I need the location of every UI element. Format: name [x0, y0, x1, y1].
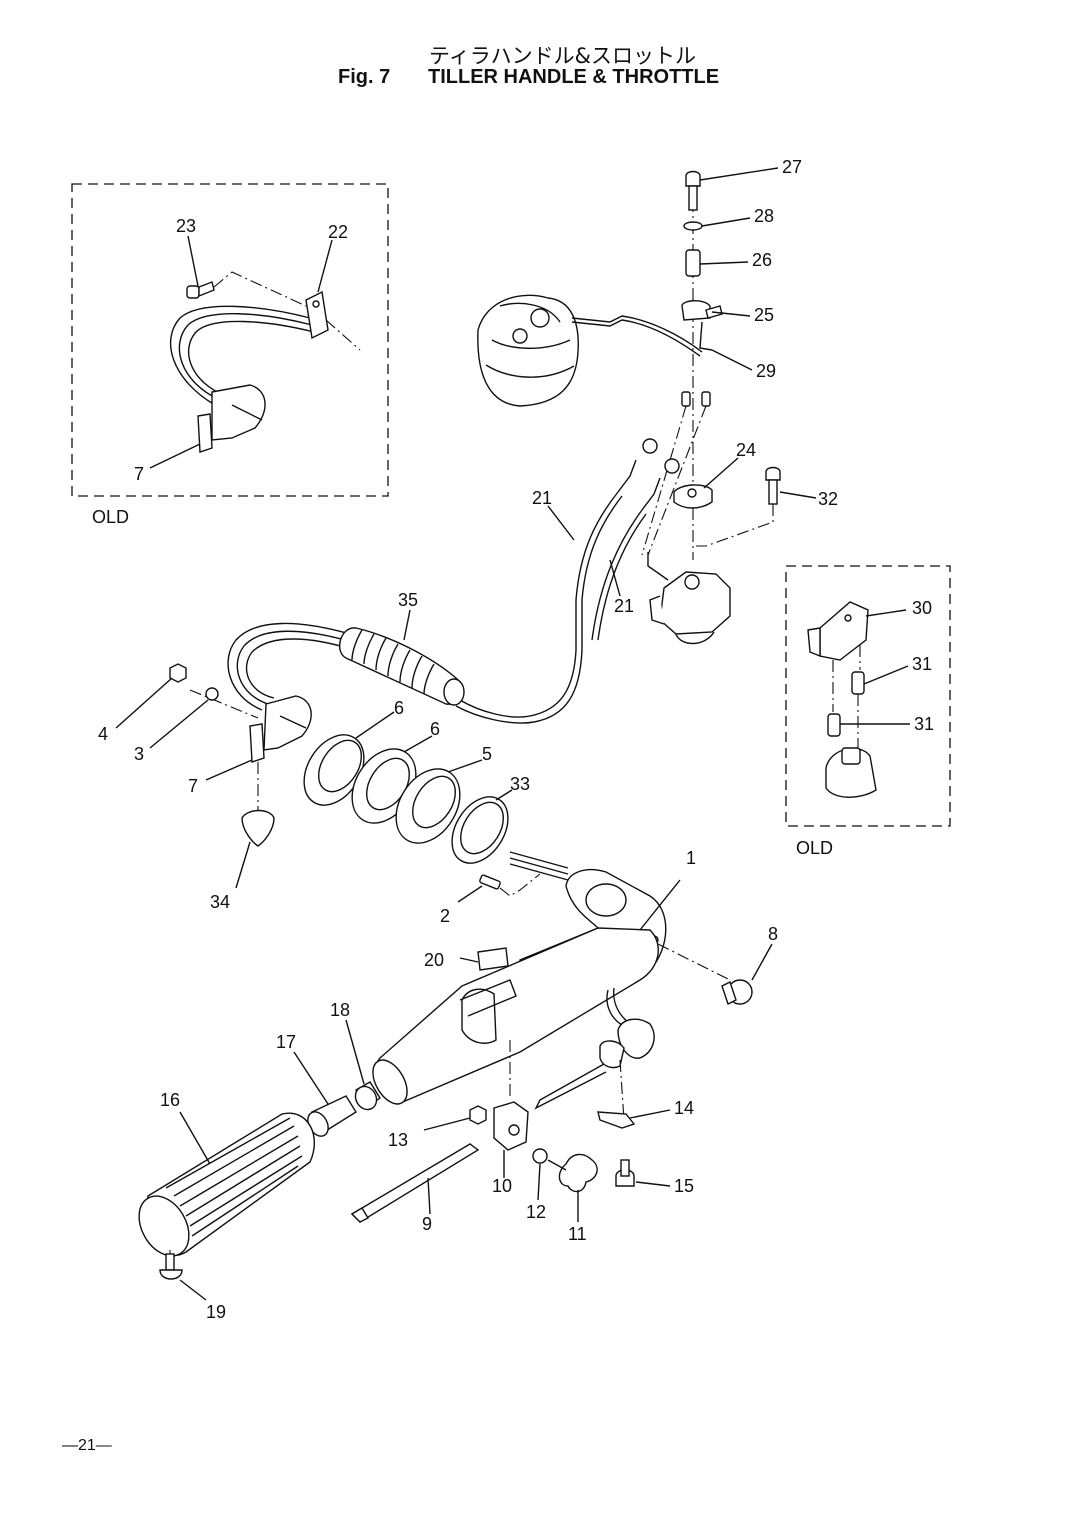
friction-knob-icon: [547, 1153, 598, 1193]
throttle-rod-icon: [350, 1143, 480, 1223]
throttle-bracket-icon: [819, 601, 869, 661]
callout-34: 34: [210, 892, 230, 912]
spacer-icon: [827, 713, 841, 737]
ring-icon: [451, 796, 509, 864]
callout-11: 11: [568, 1224, 587, 1244]
cable-clamp-icon: [305, 290, 329, 340]
bearing-icon: [395, 768, 461, 844]
callout-19: 19: [206, 1302, 226, 1322]
callout-17: 17: [276, 1032, 296, 1052]
bushing-icon: [354, 1081, 381, 1111]
nut-icon: [469, 1105, 487, 1125]
old-inset-right: 30 31 31 OLD: [785, 565, 951, 858]
callout-30: 30: [912, 598, 932, 618]
callout-33: 33: [510, 774, 530, 794]
callout-18: 18: [330, 1000, 350, 1020]
spacer-icon: [851, 671, 865, 695]
figure-number: Fig. 7: [338, 66, 391, 88]
callout-15: 15: [674, 1176, 694, 1196]
washer-icon: [205, 687, 219, 701]
throttle-stack: 27 28 26 25 29: [681, 157, 802, 560]
screw-icon: [186, 281, 215, 299]
callout-7-old: 7: [134, 464, 144, 484]
callout-20: 20: [424, 950, 444, 970]
title-japanese: ティラハンドル&スロットル: [429, 44, 696, 68]
throttle-base-old: [825, 747, 877, 798]
washer-icon: [683, 221, 703, 231]
stop-switch-cable: 35 4 3 7 34: [98, 590, 465, 912]
bolt-icon: [685, 170, 701, 211]
label-plate-icon: [477, 947, 509, 971]
throttle-housing-icon: [659, 571, 731, 635]
callout-22: 22: [328, 222, 348, 242]
cable-plate: [263, 695, 312, 751]
nut-icon: [169, 663, 187, 683]
screw-icon: [159, 1253, 183, 1280]
callout-27: 27: [782, 157, 802, 177]
callout-23: 23: [176, 216, 196, 236]
callout-31-upper: 31: [912, 654, 932, 674]
seal-icon: [303, 734, 365, 806]
callout-3: 3: [134, 744, 144, 764]
washer-icon: [532, 1148, 548, 1164]
callout-21-upper: 21: [532, 488, 552, 508]
callout-24: 24: [736, 440, 756, 460]
callout-7: 7: [188, 776, 198, 796]
stop-switch-icon: [617, 1018, 655, 1059]
throttle-cables: 24 32 21 21: [455, 391, 838, 724]
plug-icon: [241, 809, 275, 847]
callout-9: 9: [422, 1214, 432, 1234]
inset-right-border: [785, 565, 951, 827]
seal-stack: 6 6 5 33: [303, 698, 530, 864]
old-label-right: OLD: [796, 838, 833, 858]
inset-left-border: [71, 183, 389, 497]
callout-31-lower: 31: [914, 714, 934, 734]
callout-12: 12: [526, 1202, 546, 1222]
callout-1: 1: [686, 848, 696, 868]
callout-5: 5: [482, 744, 492, 764]
handle-tube: [375, 927, 659, 1105]
callout-16: 16: [160, 1090, 180, 1110]
callout-2: 2: [440, 906, 450, 926]
friction-adjuster: 13 10 12 11 9: [350, 1101, 598, 1244]
handle-grip-icon: [138, 1112, 315, 1257]
throttle-rod: [571, 315, 703, 353]
plug-cap-icon: [721, 979, 753, 1005]
bolt-icon: [765, 466, 781, 505]
carburetor-assembly: [477, 294, 703, 407]
throttle-cable-a: [575, 491, 619, 650]
grip-assembly: 18 17 16 19: [138, 1000, 381, 1322]
old-label-left: OLD: [92, 507, 129, 527]
throttle-shaft-group: 14 15: [534, 987, 694, 1196]
cable-plate-old: [211, 384, 266, 441]
callout-4: 4: [98, 724, 108, 744]
callout-14: 14: [674, 1098, 694, 1118]
carburetor-icon: [477, 294, 579, 407]
callout-6-upper: 6: [394, 698, 404, 718]
callout-21-lower: 21: [614, 596, 634, 616]
callout-29: 29: [756, 361, 776, 381]
cable-grommet-icon: [338, 627, 465, 706]
callout-8: 8: [768, 924, 778, 944]
figure-title: TILLER HANDLE & THROTTLE: [428, 66, 720, 88]
tiller-handle-body: 1 2 20 8: [372, 848, 778, 1105]
callout-10: 10: [492, 1176, 512, 1196]
page-number: —21—: [62, 1437, 112, 1454]
clip-icon: [597, 1111, 636, 1129]
screw-icon: [615, 1159, 635, 1187]
callout-28: 28: [754, 206, 774, 226]
collar-icon: [685, 249, 701, 277]
callout-32: 32: [818, 489, 838, 509]
old-inset-left: 23 22 7 OLD: [71, 183, 389, 527]
callout-6-lower: 6: [430, 719, 440, 739]
throttle-cam-icon: [307, 1095, 357, 1137]
callout-26: 26: [752, 250, 772, 270]
callout-35: 35: [398, 590, 418, 610]
stud-icon: [479, 874, 501, 890]
callout-25: 25: [754, 305, 774, 325]
throttle-cable-b: [591, 509, 643, 641]
callout-13: 13: [388, 1130, 408, 1150]
